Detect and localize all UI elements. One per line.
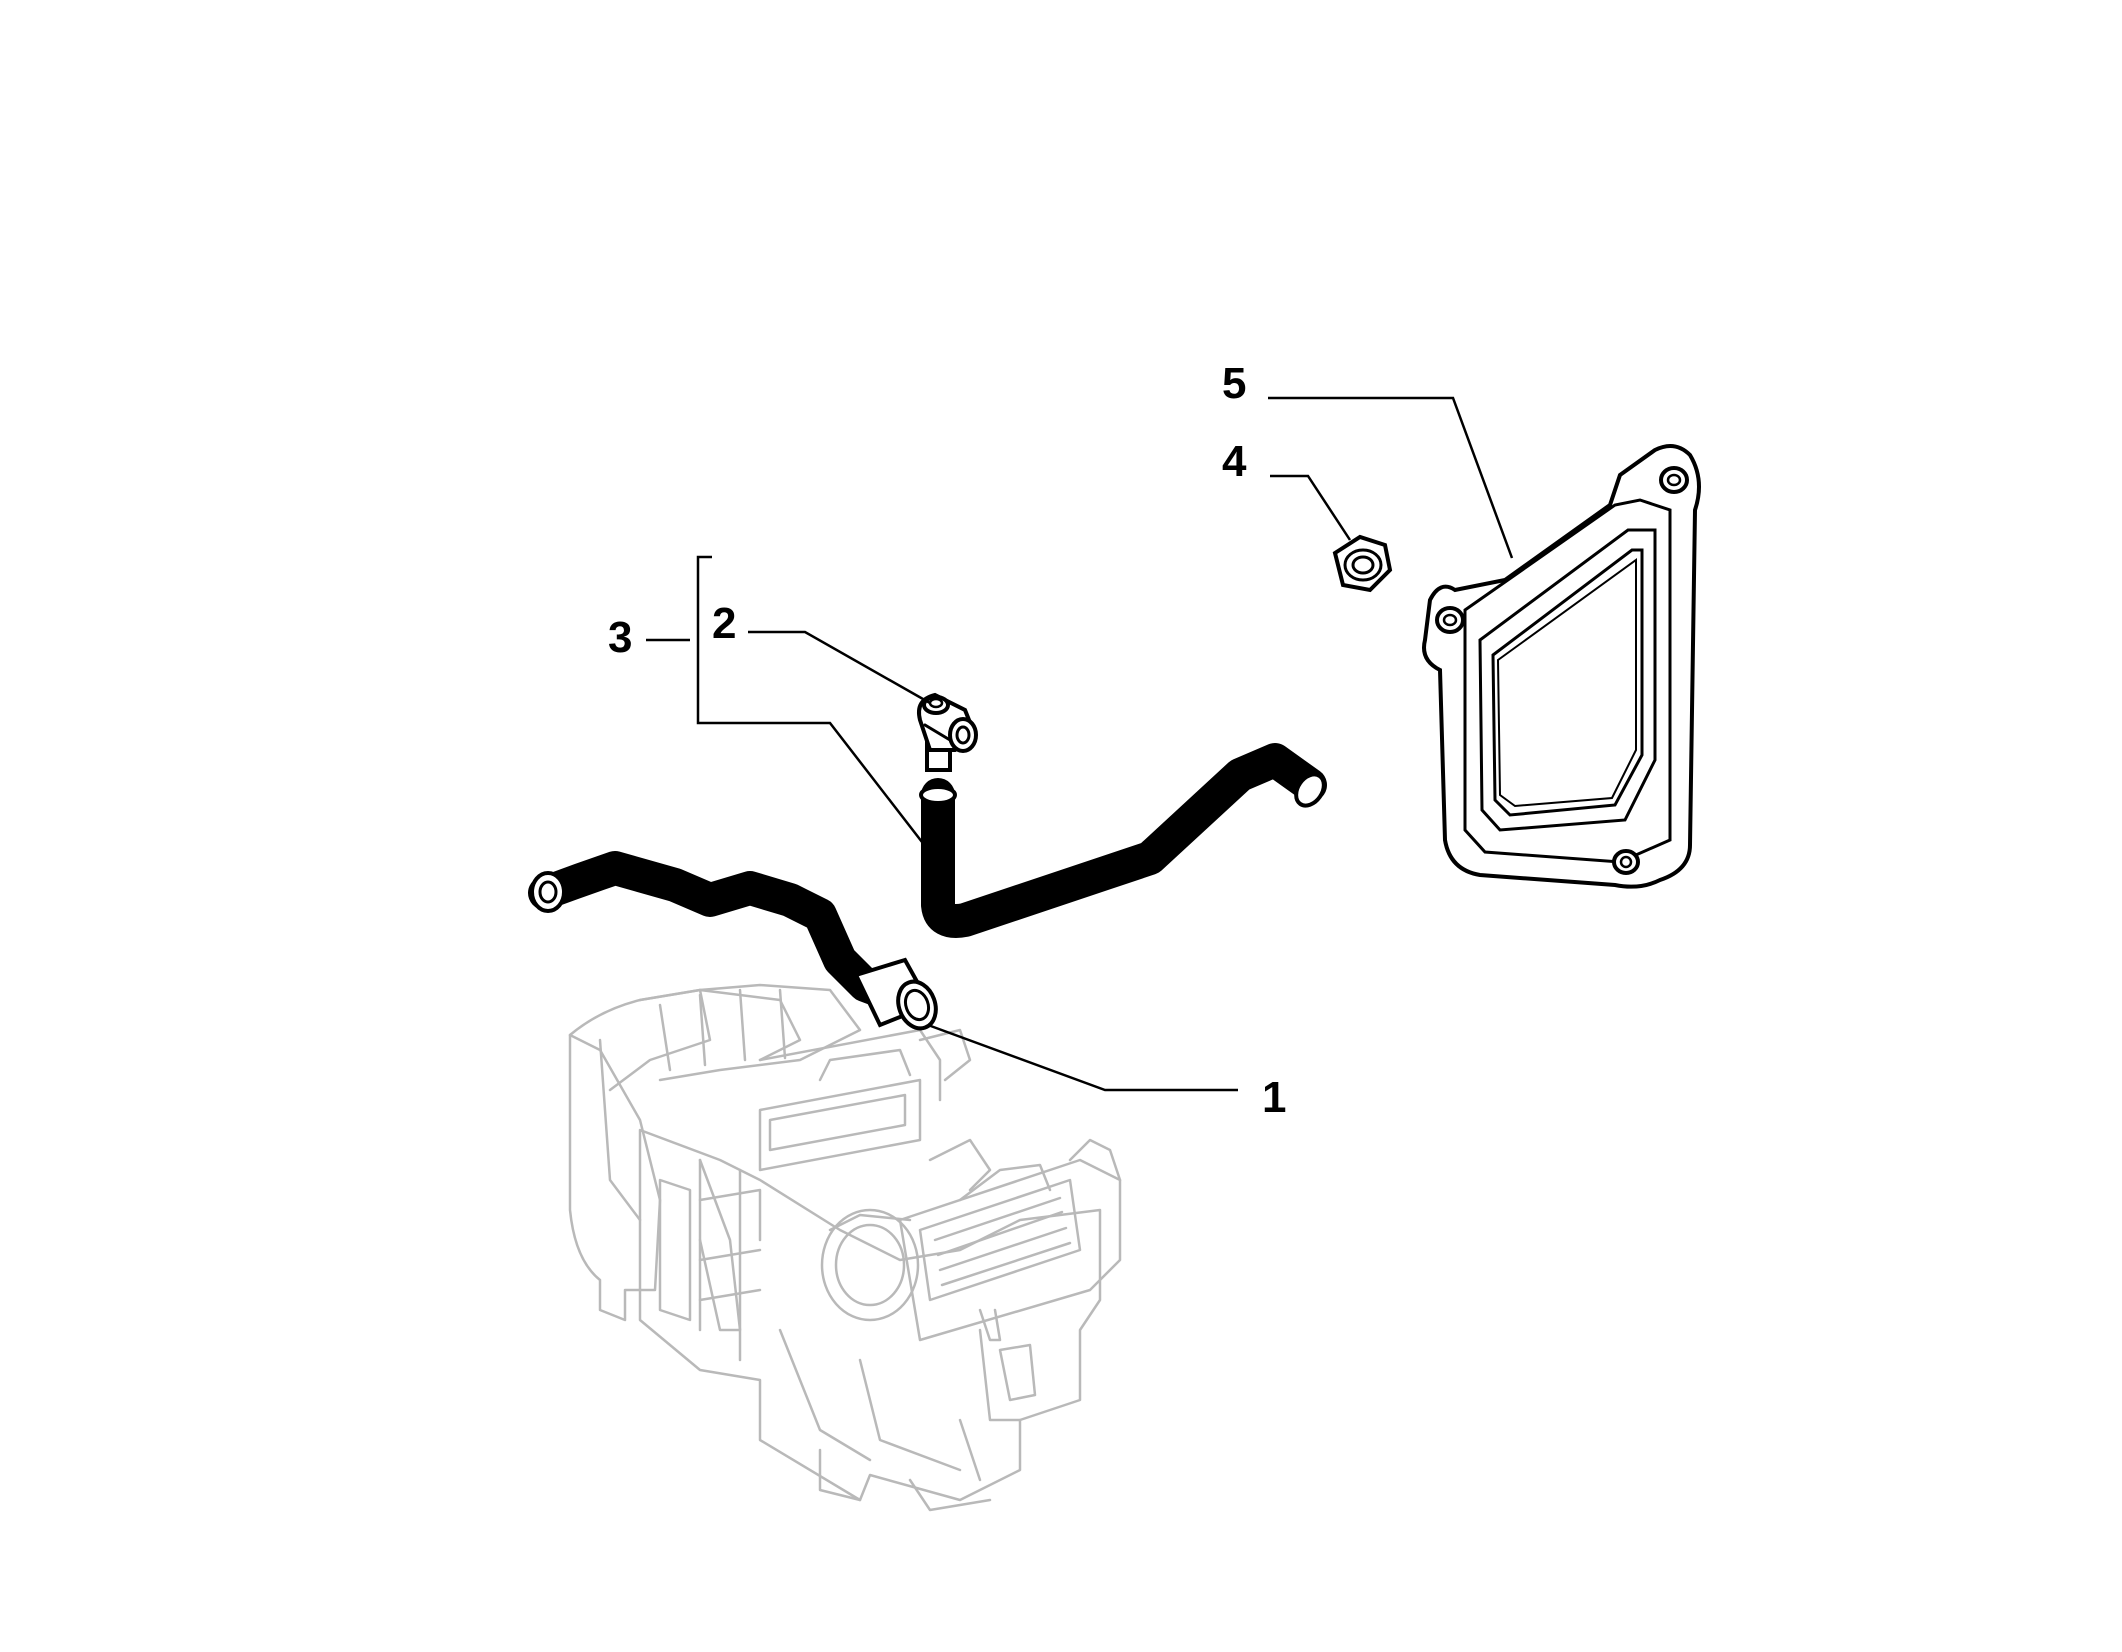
hex-nut[interactable] (1332, 534, 1393, 593)
heater-housing-ghost (568, 983, 1122, 1512)
callout-3: 3 (608, 613, 632, 662)
leader-lines (646, 396, 1514, 1092)
callout-1: 1 (1262, 1073, 1286, 1122)
hose-lower[interactable] (528, 851, 942, 1034)
callout-2: 2 (712, 599, 736, 648)
callout-4: 4 (1222, 437, 1247, 486)
hose-upper[interactable] (919, 743, 1330, 938)
gasket-plate[interactable] (1422, 444, 1701, 889)
valve-fitting[interactable] (917, 692, 978, 772)
callout-labels: 1 2 3 4 5 (608, 359, 1286, 1122)
callout-5: 5 (1222, 359, 1246, 408)
